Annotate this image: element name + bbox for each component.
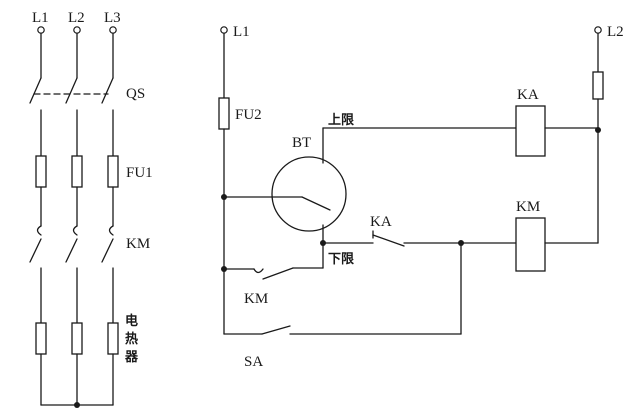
sensor-label-bt: BT [292,135,311,151]
contactor-contact-km [262,267,294,280]
switch-label-sa: SA [244,354,263,370]
heater-label-char-1: 电 [125,313,138,329]
relay-coil-ka [515,105,546,157]
switch-sa [261,325,291,335]
junction-km-hold [221,266,227,272]
phase-label-l3: L3 [104,10,121,26]
terminal-l1 [37,26,45,34]
upper-limit-label: 上限 [328,113,355,128]
heater-element-2 [71,322,83,355]
relay-coil-label-ka: KA [517,87,539,103]
heater-element-3 [107,322,119,355]
lower-limit-label: 下限 [328,252,355,267]
main-circuit: L1 L2 L3 QS FU1 [29,10,153,408]
fuse-fu1-l2 [71,155,83,188]
control-circuit: L1 L2 FU2 BT 上限 KA 下限 [218,24,624,370]
heater-label-char-2: 热 [125,331,138,347]
phase-label-l2: L2 [68,10,85,26]
switch-label-qs: QS [126,86,145,102]
main-switch-qs [29,77,114,104]
relay-contact-ka [372,234,405,247]
control-label-l1: L1 [233,24,250,40]
watermark: 头条 @电气自动化应用 [500,388,634,404]
temperature-controller-bt [271,156,347,232]
contactor-coil-km [515,217,546,272]
fuse-fu1-l1 [35,155,47,188]
star-point-junction [74,402,80,408]
fuse-right-rail [592,71,604,100]
fuse-fu2 [218,97,230,130]
heater-element-1 [35,322,47,355]
fuse-label-fu1: FU1 [126,165,153,181]
fuse-label-fu2: FU2 [235,107,262,123]
terminal-l3 [109,26,117,34]
phase-label-l1: L1 [32,10,49,26]
junction-right-rail [595,127,601,133]
bt-pointer [301,196,331,211]
heater-label-char-3: 器 [124,350,139,365]
contactor-km-main-contacts [29,225,114,263]
fuse-fu1-l3 [107,155,119,188]
relay-contact-label-ka: KA [370,214,392,230]
terminal-control-l1 [220,26,228,34]
contactor-contact-label-km: KM [244,291,268,307]
contactor-coil-label-km: KM [516,199,540,215]
control-label-l2: L2 [607,24,624,40]
terminal-l2 [73,26,81,34]
junction-bt-input [221,194,227,200]
contactor-label-km: KM [126,236,150,252]
terminal-control-l2 [594,26,602,34]
